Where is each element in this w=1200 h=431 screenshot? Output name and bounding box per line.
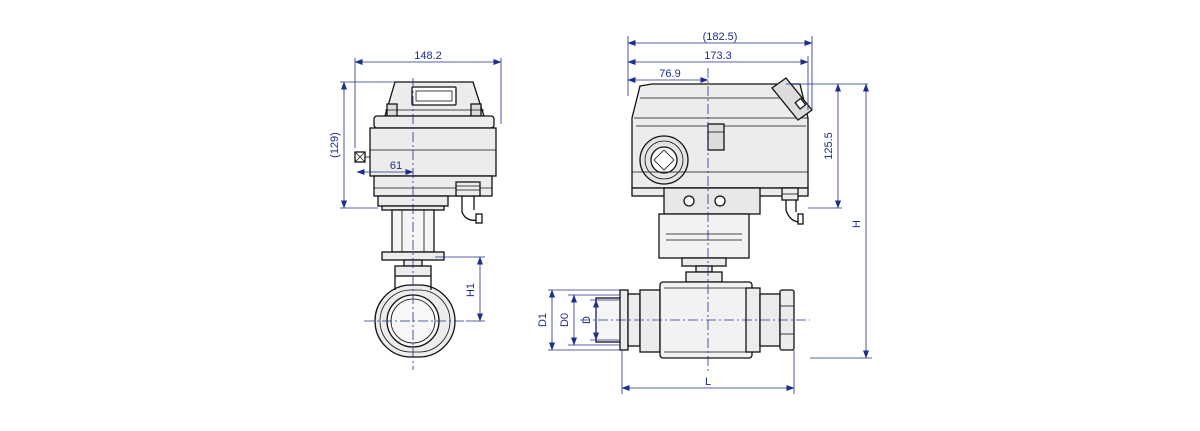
dim-front-d1: D1 <box>537 289 620 351</box>
dim-label-76-9: 76.9 <box>659 68 680 80</box>
dim-front-d0: D0 <box>559 294 620 346</box>
dim-label-d: D <box>581 316 593 324</box>
side-view: 148.2 (129) 61 H1 <box>329 50 502 370</box>
front-view: (182.5) 173.3 76.9 125.5 H <box>537 31 872 394</box>
dim-side-h1: H1 <box>435 256 485 322</box>
dim-label-129: (129) <box>329 132 341 158</box>
dim-front-d: D <box>581 299 620 341</box>
dim-label-125-5: 125.5 <box>823 132 835 160</box>
dim-label-173-3: 173.3 <box>704 50 732 62</box>
dim-label-l: L <box>705 376 711 388</box>
dim-front-length: L <box>621 350 795 394</box>
dim-label-h1: H1 <box>465 283 477 297</box>
side-actuator-top <box>384 81 485 117</box>
front-bracket <box>658 213 750 283</box>
side-valve-ring <box>374 276 456 358</box>
dim-front-offset: 76.9 <box>627 68 709 83</box>
dim-front-height: 125.5 <box>786 83 868 209</box>
dim-label-d0: D0 <box>559 313 571 327</box>
dim-front-overall: (182.5) <box>627 31 813 110</box>
side-actuator-body <box>354 115 497 224</box>
dim-front-total-height: H <box>810 83 872 359</box>
dim-front-width: 173.3 <box>627 50 809 110</box>
dim-label-61: 61 <box>390 160 402 172</box>
dim-label-182-5: (182.5) <box>703 31 738 43</box>
dim-side-offset: 61 <box>356 160 414 175</box>
dim-side-width: 148.2 <box>354 50 502 148</box>
dim-label-148-2: 148.2 <box>414 50 442 62</box>
front-actuator <box>631 77 813 225</box>
dim-label-d1: D1 <box>537 313 549 327</box>
dim-label-h: H <box>851 220 863 228</box>
dim-side-height: (129) <box>329 81 395 209</box>
